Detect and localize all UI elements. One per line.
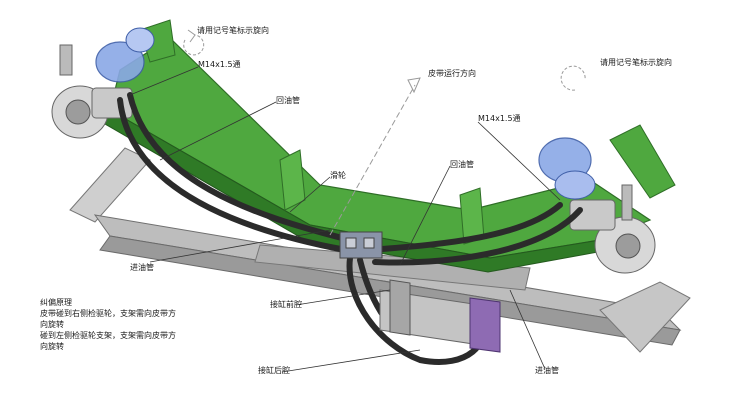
thread-label-right: M14x1.5通: [478, 114, 521, 123]
rotation-hint-left: 请用记号笔标示旋向: [197, 26, 269, 35]
hydraulic-cylinder: [379, 279, 501, 353]
cylinder-rear-label: 接缸后腔: [258, 366, 290, 375]
roller-label: 滑轮: [330, 171, 346, 180]
principle-line-4: 向旋转: [40, 342, 64, 351]
return-pipe-label-left: 回油管: [276, 96, 300, 105]
principle-line-1: 皮带碰到右侧检驱轮，支架需向皮带方: [40, 309, 176, 318]
valve-block: [339, 231, 383, 259]
hydraulic-hoses: [117, 92, 583, 365]
principle-line-3: 碰到左侧检驱轮支架，支架需向皮带方: [40, 331, 176, 340]
leader-lines: [129, 66, 561, 373]
cylinder-front-label: 接缸前腔: [270, 300, 302, 309]
direction-marks: [183, 29, 586, 236]
return-pipe-label-center: 回油管: [450, 160, 474, 169]
inlet-pipe-label-left: 进油管: [130, 263, 154, 272]
principle-note: 纠偏原理 皮带碰到右侧检驱轮，支架需向皮带方 向旋转 碰到左侧检驱轮支架，支架需…: [40, 297, 176, 352]
belt-direction-label: 皮带运行方向: [428, 69, 476, 78]
principle-line-2: 向旋转: [40, 320, 64, 329]
inlet-pipe-label-right: 进油管: [535, 366, 559, 375]
thread-label-left: M14x1.5通: [198, 60, 241, 69]
principle-title: 纠偏原理: [40, 298, 72, 307]
rotation-hint-right: 请用记号笔标示旋向: [600, 58, 672, 67]
